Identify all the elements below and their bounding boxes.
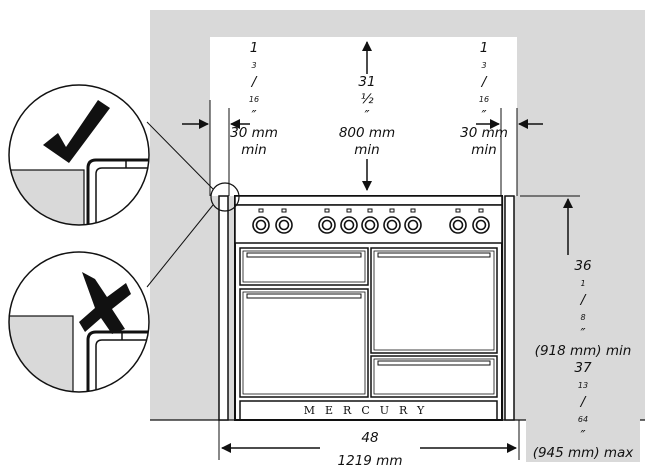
width-inches-label: 48 xyxy=(361,430,379,446)
knob-indicators xyxy=(258,208,484,213)
left-oven-door xyxy=(239,288,369,398)
range-cooker xyxy=(234,195,503,421)
top-clearance-label: 31 ½″ 800 mm min xyxy=(333,74,401,159)
height-label: 36 1/8 ″ (918 mm) min 37 13/64″ (945 mm)… xyxy=(526,258,640,462)
cross-mark-icon xyxy=(79,272,131,334)
correct-install-callout xyxy=(8,84,150,226)
broiler-door xyxy=(239,247,369,286)
broiler-handle xyxy=(246,252,362,258)
brand-label: MERCURY xyxy=(303,404,435,417)
detail-focus-circle xyxy=(210,182,240,212)
left-oven-handle xyxy=(246,293,362,299)
control-knobs xyxy=(252,216,490,234)
width-metric-label: 1219 mm xyxy=(337,453,403,469)
right-oven-handle xyxy=(377,252,491,258)
right-cabinet-side xyxy=(504,195,515,421)
plinth xyxy=(239,400,498,421)
storage-drawer xyxy=(370,355,498,398)
check-mark-icon xyxy=(43,100,110,163)
left-cabinet-side xyxy=(218,195,229,421)
left-clearance-label: 1 3/16″ 30 mm min xyxy=(230,40,278,158)
incorrect-install-callout xyxy=(8,251,150,393)
right-oven-door xyxy=(370,247,498,354)
